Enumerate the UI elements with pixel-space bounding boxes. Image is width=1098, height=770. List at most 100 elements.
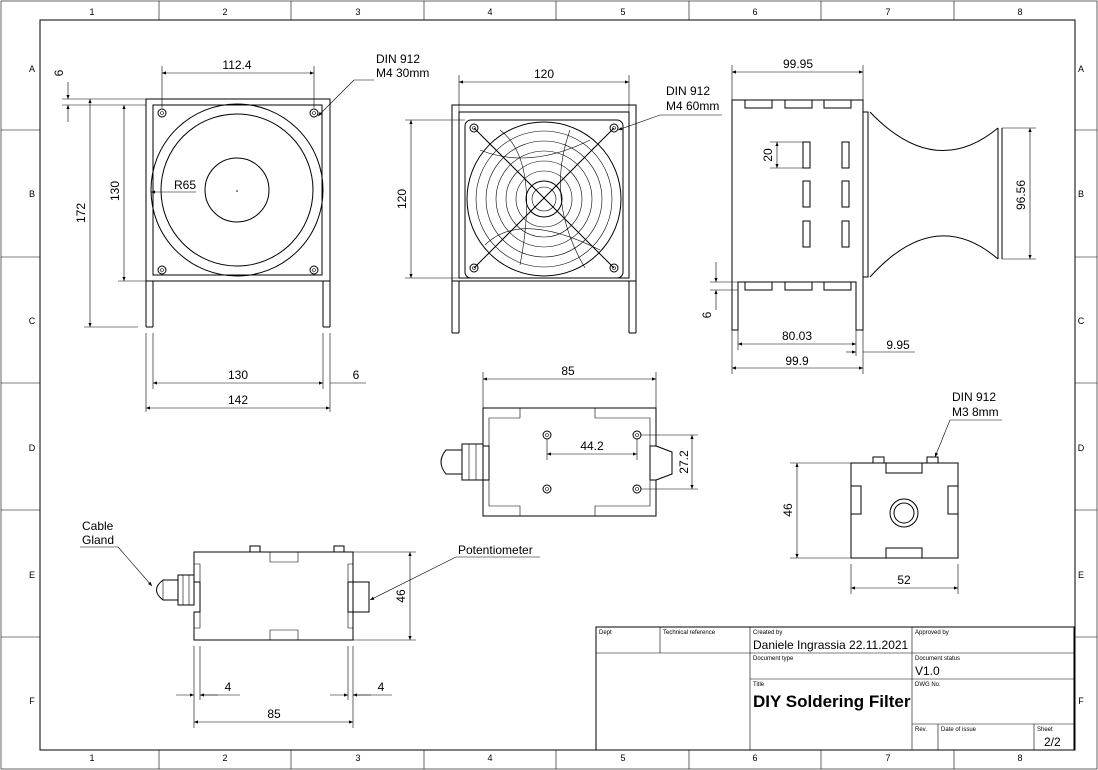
tb-approved-by-label: Approved by [915,630,949,636]
bottom-slots [744,282,852,291]
zone-labels: 1 2 3 4 5 6 7 8 1 2 3 4 5 6 7 8 A B C D … [29,7,1085,763]
screw-hole [632,484,642,494]
callout-cable-gland: Gland [82,533,114,547]
dim-85-side: 85 [267,707,281,721]
screw-hole [542,484,552,494]
col-label-top: 7 [885,7,890,17]
dim-172: 172 [74,203,88,223]
tb-date-issue-label: Date of issue [941,727,977,733]
dim-120-width: 120 [534,67,554,81]
row-label-left: C [29,316,36,326]
fan-view: DIN 912 M4 60mm 120 120 [395,67,722,334]
screw-hole [609,263,619,273]
tb-created-by: Daniele Ingrassia 22.11.2021 [753,638,909,652]
dim-142: 142 [228,393,248,407]
dim-46-end: 46 [781,503,795,517]
screw-hole [309,108,319,118]
dim-46-side: 46 [394,589,408,603]
dim-6-side: 6 [700,311,714,318]
box-top-view: 85 44.2 27.2 [440,364,698,517]
row-label-left: A [29,64,35,74]
dim-r65: R65 [174,178,196,192]
callout-cable-gland: Cable [82,519,114,533]
row-label-left: D [29,443,36,453]
screw-hole [157,108,167,118]
cable-gland-top [440,443,484,481]
fan-grill [466,121,622,277]
dim-130-vertical: 130 [108,181,122,201]
col-label-top: 4 [487,7,492,17]
box-end-view: DIN 912 M3 8mm 46 52 [781,390,1002,594]
row-label-left: B [29,189,35,199]
col-label-bottom: 2 [222,753,227,763]
row-label-left: F [29,696,35,706]
tb-sheet: 2/2 [1044,735,1061,749]
dim-20: 20 [761,148,775,162]
tb-doc-status: V1.0 [915,664,940,678]
col-label-bottom: 4 [487,753,492,763]
side-slots [802,141,850,248]
dim-99-95: 99.95 [783,57,813,71]
col-label-bottom: 1 [89,753,94,763]
dim-27-2: 27.2 [677,450,691,474]
col-label-top: 6 [752,7,757,17]
top-slots [744,100,852,109]
dim-99-9: 99.9 [785,354,809,368]
col-label-top: 8 [1017,7,1022,17]
tb-created-by-label: Created by [753,630,782,636]
screw-hole [309,265,319,275]
dim-9-95: 9.95 [886,338,910,352]
dim-112-4: 112.4 [222,58,251,72]
col-label-bottom: 8 [1017,753,1022,763]
callout-din912-m4-60: DIN 912 [666,84,710,98]
col-label-top: 3 [355,7,360,17]
tb-sheet-label: Sheet [1037,727,1053,733]
callout-din912-m3-8: DIN 912 [952,390,996,404]
callout-din912-m4-60: M4 60mm [666,99,719,113]
col-label-bottom: 7 [885,753,890,763]
screw-hole [632,430,642,440]
side-view: 99.95 20 96.56 6 80.03 9.95 99.9 [700,57,1036,374]
callout-din912-m3-8: M3 8mm [952,405,999,419]
callout-potentiometer: Potentiometer [458,543,533,557]
screw-hole [157,265,167,275]
row-label-right: B [1078,189,1084,199]
col-label-bottom: 3 [355,753,360,763]
dim-4-left: 4 [225,680,232,694]
col-label-bottom: 5 [620,753,625,763]
row-label-right: D [1078,443,1085,453]
callout-din912-m4-30: DIN 912 [376,52,420,66]
row-label-right: F [1078,696,1084,706]
screw-hole [469,263,479,273]
cable-gland-side [156,574,195,606]
tb-doc-status-label: Document status [915,656,960,662]
box-side-view: Cable Gland Potentiometer 46 4 4 85 [80,519,540,728]
col-label-bottom: 6 [752,753,757,763]
dim-52: 52 [897,573,911,587]
screw-hole [469,123,479,133]
tb-title: DIY Soldering Filter [753,692,911,711]
front-filter-view: DIN 912 M4 30mm 112.4 6 172 130 R65 130 … [52,52,429,412]
dim-85-top: 85 [561,364,575,378]
dim-120-height: 120 [395,189,409,209]
tb-title-label: Title [753,682,765,688]
col-label-top: 2 [222,7,227,17]
tb-dwg-no-label: DWG No. [915,682,941,688]
dim-6-top: 6 [52,69,66,76]
tb-dept-label: Dept [599,630,612,636]
row-label-right: C [1078,316,1085,326]
dim-6-bottom: 6 [353,368,360,382]
col-label-top: 5 [620,7,625,17]
row-label-right: A [1078,64,1084,74]
callout-din912-m4-30: M4 30mm [376,66,429,80]
row-label-left: E [29,570,35,580]
dim-96-56: 96.56 [1014,180,1028,210]
title-block: Dept Technical reference Created by Dani… [595,626,1075,751]
tb-rev-label: Rev. [915,727,927,733]
row-label-right: E [1078,570,1084,580]
tb-tech-ref-label: Technical reference [663,630,716,636]
dim-44-2: 44.2 [580,439,604,453]
dim-4-right: 4 [378,680,385,694]
